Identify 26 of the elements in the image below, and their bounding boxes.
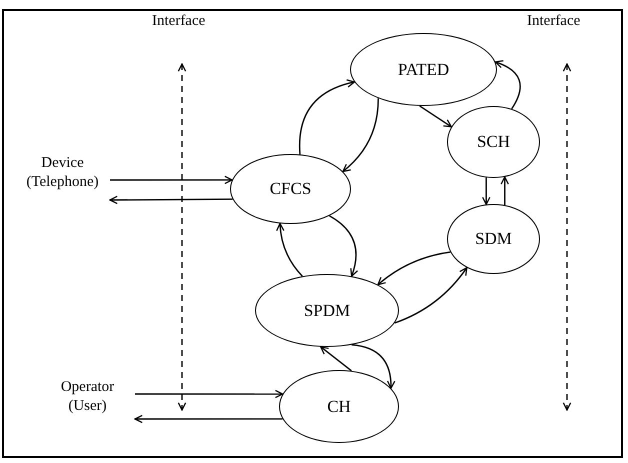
arrow: [276, 222, 303, 277]
arrow: [352, 344, 396, 389]
actor-label: Operator (User): [40, 377, 135, 417]
arrow: [482, 178, 490, 206]
process-ellipse: CFCS: [230, 154, 351, 224]
arrow: [500, 176, 509, 206]
arrow: [329, 215, 358, 277]
arrow: [394, 267, 468, 324]
process-ellipse: SCH: [447, 106, 540, 178]
arrow: [135, 390, 284, 398]
process-ellipse: CH: [279, 370, 399, 443]
process-ellipse: SPDM: [255, 274, 399, 347]
arrow: [109, 196, 233, 204]
arrow: [298, 80, 356, 154]
arrow: [494, 60, 521, 110]
arrow: [134, 414, 283, 424]
arrow: [320, 346, 352, 372]
process-ellipse: SDM: [447, 204, 540, 274]
process-ellipse: PATED: [350, 33, 497, 106]
interface-label: Interface: [152, 13, 206, 30]
arrow: [110, 176, 233, 184]
actor-label: Device (Telephone): [15, 153, 110, 193]
arrow: [419, 105, 452, 128]
arrow: [342, 98, 379, 172]
interface-label: Interface: [527, 13, 580, 30]
arrow: [377, 251, 450, 286]
